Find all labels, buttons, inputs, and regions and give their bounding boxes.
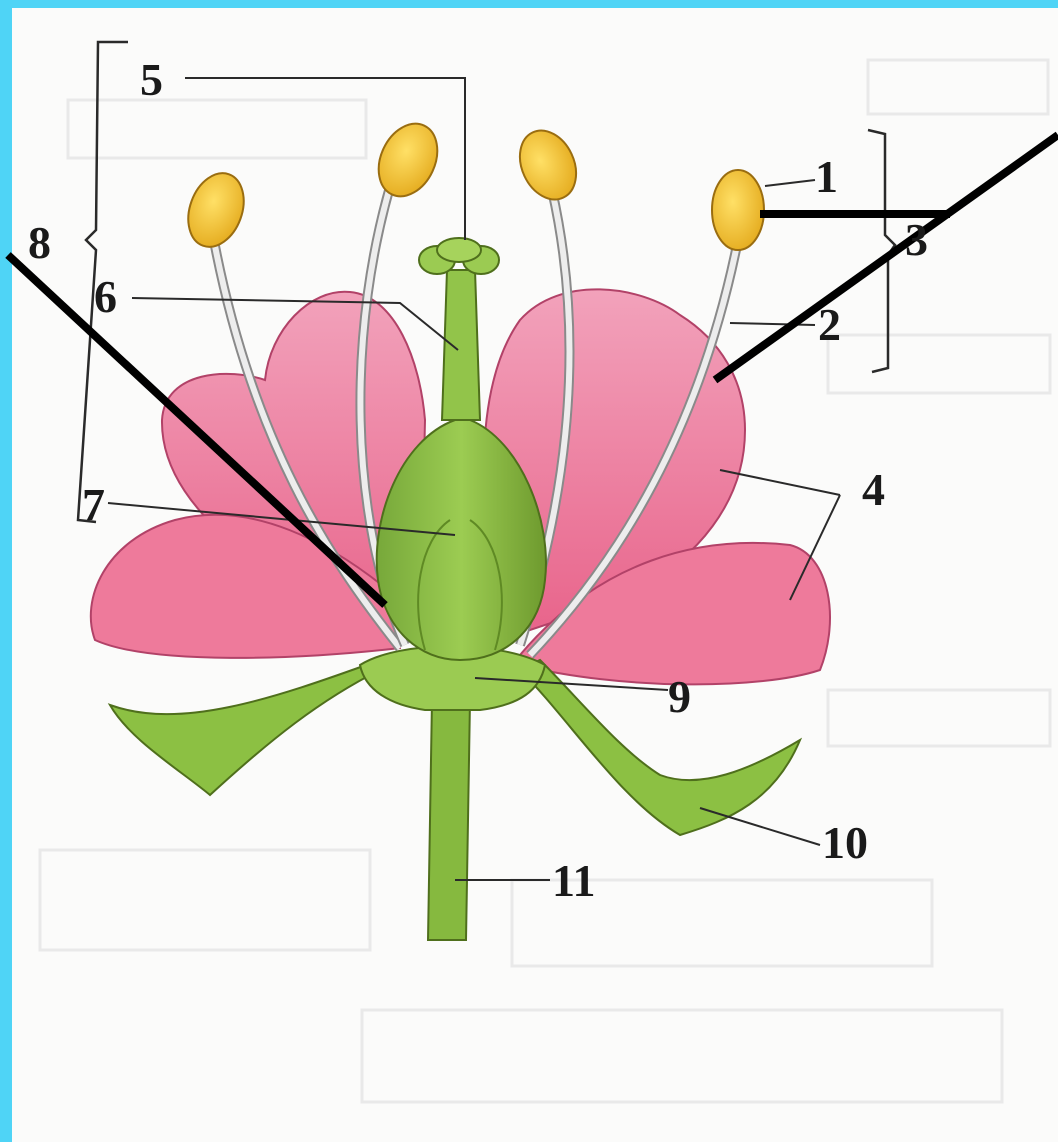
answer-box <box>362 1010 1002 1102</box>
label-9: 9 <box>668 671 691 722</box>
label-8: 8 <box>28 217 51 268</box>
leader-line-1 <box>765 180 815 186</box>
answer-box <box>828 335 1050 393</box>
label-4: 4 <box>862 464 885 515</box>
flower-stalk <box>428 700 470 940</box>
label-7: 7 <box>82 479 105 530</box>
leader-line-4a <box>720 470 840 495</box>
stigma-lobe <box>437 238 481 262</box>
answer-box <box>868 60 1048 114</box>
label-5: 5 <box>140 54 163 105</box>
leader-line-10 <box>700 808 820 845</box>
anther <box>367 114 448 206</box>
anther <box>712 170 764 250</box>
label-2: 2 <box>818 299 841 350</box>
answer-box <box>40 850 370 950</box>
label-6: 6 <box>94 271 117 322</box>
stigma <box>419 238 499 274</box>
thick-pointer-right <box>715 135 1058 380</box>
label-3: 3 <box>905 214 928 265</box>
sepal-right <box>520 660 800 835</box>
anther <box>509 121 587 208</box>
label-1: 1 <box>815 151 838 202</box>
answer-box <box>68 100 366 158</box>
leader-line-2 <box>730 323 815 325</box>
style <box>442 270 480 420</box>
label-11: 11 <box>552 855 595 906</box>
label-10: 10 <box>822 817 868 868</box>
answer-box <box>828 690 1050 746</box>
anther <box>179 165 254 254</box>
sepal-left <box>110 660 380 795</box>
